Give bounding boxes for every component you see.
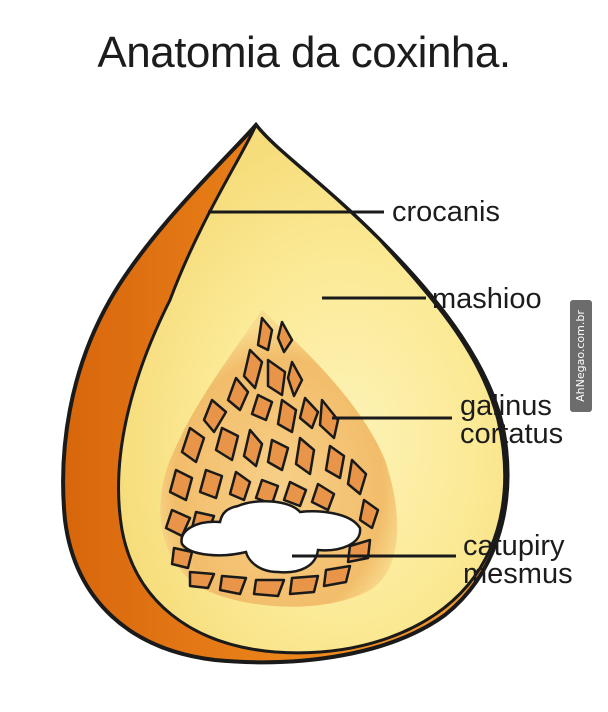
watermark-text: AhNegao.com.br — [574, 310, 587, 402]
label-galinus-line1: galinus — [460, 390, 552, 422]
label-mashioo: mashioo — [432, 283, 542, 315]
label-catupiry-line2: mesmus — [463, 558, 573, 590]
watermark: AhNegao.com.br — [570, 300, 592, 412]
label-galinus-cortatus: galinus cortatus — [460, 390, 564, 450]
leader-lines — [208, 210, 456, 558]
label-galinus-line2: cortatus — [460, 418, 564, 450]
diagram-title: Anatomia da coxinha. — [97, 28, 511, 77]
label-catupiry-line1: catupiry — [463, 530, 565, 562]
label-catupiry-mesmus: catupiry mesmus — [463, 530, 573, 590]
label-crocanis: crocanis — [392, 196, 500, 228]
